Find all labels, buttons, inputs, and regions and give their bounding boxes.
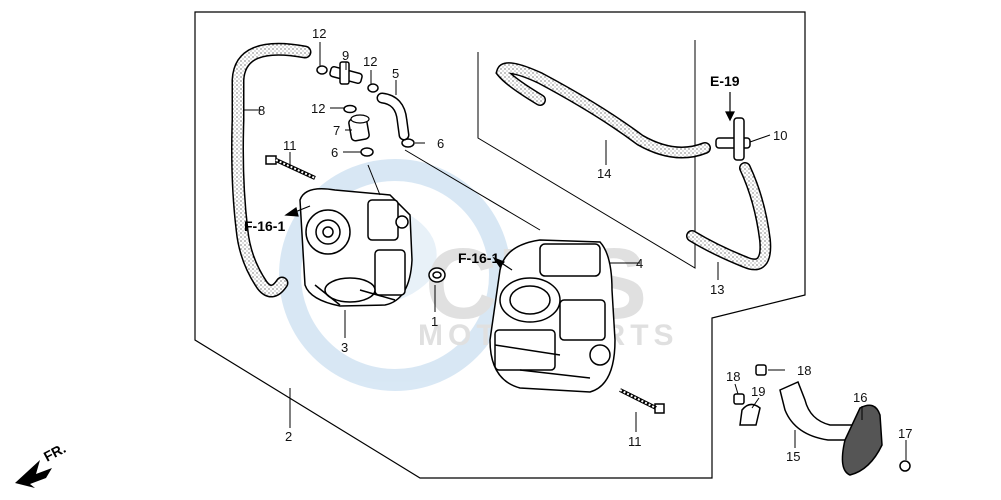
t-joint-10: [715, 117, 751, 161]
callout-12b: 12: [363, 54, 377, 69]
callout-19: 19: [751, 384, 765, 399]
callout-1: 1: [431, 314, 438, 329]
callout-7: 7: [333, 123, 340, 138]
callout-10: 10: [773, 128, 787, 143]
callout-11b: 11: [628, 434, 642, 449]
callout-14: 14: [597, 166, 611, 181]
leader-lines: [244, 42, 907, 460]
bolt-11-right: [619, 388, 665, 414]
callout-8: 8: [258, 103, 265, 118]
callout-15: 15: [786, 449, 800, 464]
reference-labels: F-16-1 F-16-1 E-19: [244, 73, 740, 266]
callout-2: 2: [285, 429, 292, 444]
hose-13: [686, 162, 772, 271]
clamp-19: [739, 403, 761, 426]
callout-11a: 11: [283, 138, 297, 153]
hose-14: [495, 62, 711, 159]
bolt-11-left: [265, 155, 316, 180]
callout-12a: 12: [312, 26, 326, 41]
cover-16: [841, 404, 883, 476]
callout-16: 16: [853, 390, 867, 405]
callout-9: 9: [342, 48, 349, 63]
front-indicator-label: FR.: [41, 440, 68, 465]
callout-17: 17: [898, 426, 912, 441]
bracket-15: [779, 380, 857, 441]
callout-5: 5: [392, 66, 399, 81]
callout-12c: 12: [311, 101, 325, 116]
reference-f16-right: F-16-1: [458, 250, 499, 266]
reference-e19: E-19: [710, 73, 740, 89]
reference-f16-left: F-16-1: [244, 218, 285, 234]
seal-1: [428, 267, 446, 283]
callout-6a: 6: [331, 145, 338, 160]
callout-labels: 1 2 3 4 5 6 6 7 8 9 10 11 11 12 12 12 13…: [258, 26, 912, 464]
callout-6b: 6: [437, 136, 444, 151]
tube-7: [348, 114, 370, 142]
callout-13: 13: [710, 282, 724, 297]
small-bolts: [733, 364, 911, 472]
hose-8: [231, 42, 312, 298]
callout-18b: 18: [797, 363, 811, 378]
callout-4: 4: [636, 256, 643, 271]
front-indicator: FR.: [15, 440, 68, 488]
joint-9: [329, 61, 363, 85]
callout-3: 3: [341, 340, 348, 355]
callout-18a: 18: [726, 369, 740, 384]
carburetor-4: [489, 239, 616, 393]
reference-arrows: [284, 92, 735, 271]
assembly-outline: [194, 11, 806, 479]
carburetor-3: [299, 188, 413, 307]
